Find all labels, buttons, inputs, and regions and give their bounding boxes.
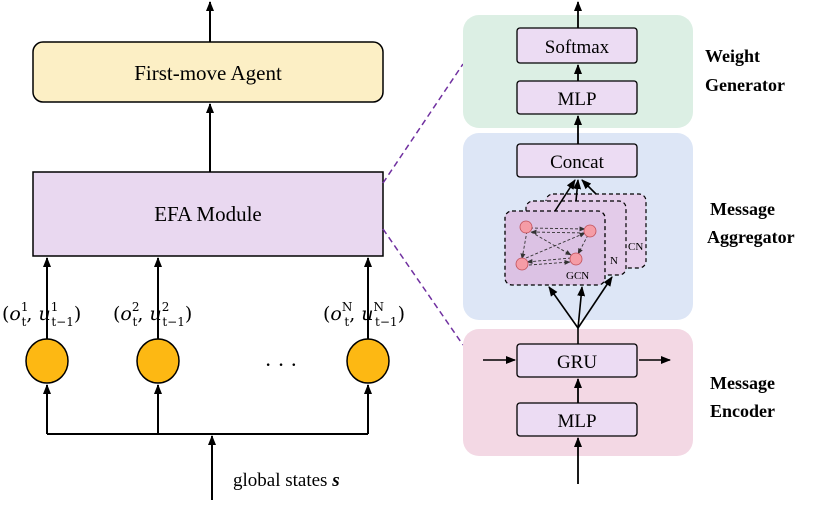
first-move-agent-box [32,41,384,103]
efa-module-box [32,171,384,257]
gcn-graph-edges [520,226,589,266]
agent-node-n [346,338,390,384]
gru-to-gcn-front [548,286,579,329]
global-states-label: global states s [233,470,340,491]
gcn-card-front [504,210,606,286]
softmax-box [516,27,638,64]
message-encoder-title-line2: Encoder [710,401,775,421]
message-encoder-title: Message [710,373,775,393]
connector-bottom [382,228,464,346]
gcn-node-d [569,252,583,266]
weight-generator-title: Weight [705,46,760,66]
message-aggregator-title-line2: Aggregator [707,227,795,247]
ellipsis: · · · [265,352,298,377]
gru-to-gcn-back [577,276,613,329]
gcn-mid-to-concat [573,179,582,202]
weight-mlp-label: MLP [557,89,596,110]
message-aggregator-title: Message [710,199,775,219]
encoder-mlp-label: MLP [557,411,596,432]
gru-to-gcn-middle [577,286,586,329]
gcn-node-c [515,257,529,271]
encoder-mlp-box [516,402,638,437]
gcn-node-b [583,224,597,238]
gcn-label-middle: N [610,255,618,267]
concat-label: Concat [550,152,605,173]
connector-top [382,63,464,184]
weight-generator-title-line2: Generator [705,75,785,95]
agent-node-1 [25,338,69,384]
concat-box [516,143,638,178]
gcn-label-front: GCN [566,270,589,282]
gru-box [516,343,638,378]
weight-mlp-box [516,80,638,115]
efa-module-label: EFA Module [154,202,262,226]
gcn-node-a [519,220,533,234]
gcn-back-to-concat [581,179,597,195]
first-move-agent-label: First-move Agent [134,61,282,85]
softmax-label: Softmax [545,37,610,58]
gcn-label-back: CN [628,241,643,253]
agent-node-2 [136,338,180,384]
gcn-front-to-concat [554,179,576,212]
gru-label: GRU [557,352,597,373]
